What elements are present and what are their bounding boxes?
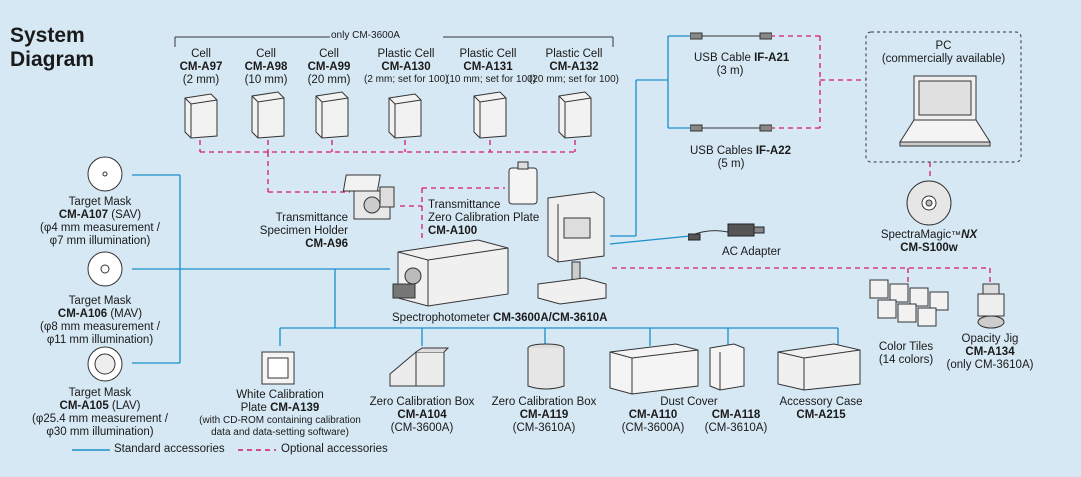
opacity-jig-icon — [977, 283, 1005, 329]
standard-legend-line — [72, 449, 110, 451]
standard-lines — [132, 35, 839, 364]
laptop-icon — [899, 75, 991, 147]
specimen-holder-icon — [342, 174, 395, 220]
dust-cover-label: Dust Cover — [660, 396, 718, 408]
zero-calibration-plate-icon — [508, 161, 538, 205]
target-mask-lav-icon — [87, 346, 123, 382]
optional-legend-label: Optional accessories — [281, 443, 388, 455]
zero-calibration-box-a104-icon — [389, 347, 450, 387]
cell-icon — [251, 91, 285, 139]
usb-cable-if-a22-icon — [690, 124, 772, 132]
usb-cable-if-a21-label: USB Cable IF-A21(3 m) — [694, 52, 790, 77]
plastic-cell-icon — [473, 91, 507, 139]
standard-legend-label: Standard accessories — [114, 443, 225, 455]
spectrophotometer-cm3610a-icon — [537, 191, 607, 305]
software-cd-icon — [906, 180, 952, 226]
dust-cover-a110-label: CM-A110(CM-3600A) — [621, 409, 685, 434]
target-mask-lav-label: Target Mask CM-A105 (LAV) (φ25.4 mm meas… — [32, 387, 168, 438]
ac-adapter-icon — [688, 223, 765, 241]
plastic-cell-icon — [558, 91, 592, 139]
usb-cable-if-a21-icon — [690, 32, 772, 40]
dust-cover-a118-label: CM-A118(CM-3610A) — [704, 409, 768, 434]
plastic-cell-icon — [388, 93, 422, 139]
zero-calibration-box-a119-icon — [527, 343, 565, 390]
spectrophotometer-cm3600a-icon — [392, 239, 509, 307]
target-mask-sav-label: Target Mask CM-A107 (SAV) (φ4 mm measure… — [40, 196, 160, 247]
ac-adapter-label: AC Adapter — [722, 246, 781, 258]
white-calibration-plate-label: White Calibration Plate CM-A139 (with CD… — [199, 389, 361, 438]
cell-icon — [184, 93, 218, 139]
spectrophotometer-label: Spectrophotometer CM-3600A/CM-3610A — [392, 312, 608, 324]
color-tiles-label: Color Tiles(14 colors) — [878, 341, 934, 366]
usb-cable-if-a22-label: USB Cables IF-A22(5 m) — [690, 145, 791, 170]
diagram-title: System Diagram — [10, 24, 95, 71]
color-tiles-icon — [869, 279, 949, 327]
target-mask-mav-label: Target Mask CM-A106 (MAV) (φ8 mm measure… — [40, 295, 160, 346]
dust-cover-a118-icon — [709, 343, 745, 391]
target-mask-sav-icon — [87, 156, 123, 192]
pc-label: PC(commercially available) — [881, 40, 1006, 65]
white-calibration-plate-icon — [261, 351, 295, 385]
optional-lines — [199, 35, 991, 282]
target-mask-mav-icon — [87, 251, 123, 287]
dust-cover-a110-icon — [609, 343, 699, 395]
cell-icon — [315, 91, 349, 139]
software-label: SpectraMagic™NX CM-S100w — [880, 229, 978, 254]
only-cm3600a-header: only CM-3600A — [331, 30, 400, 41]
accessory-case-icon — [777, 343, 861, 391]
optional-legend-line — [238, 449, 276, 451]
